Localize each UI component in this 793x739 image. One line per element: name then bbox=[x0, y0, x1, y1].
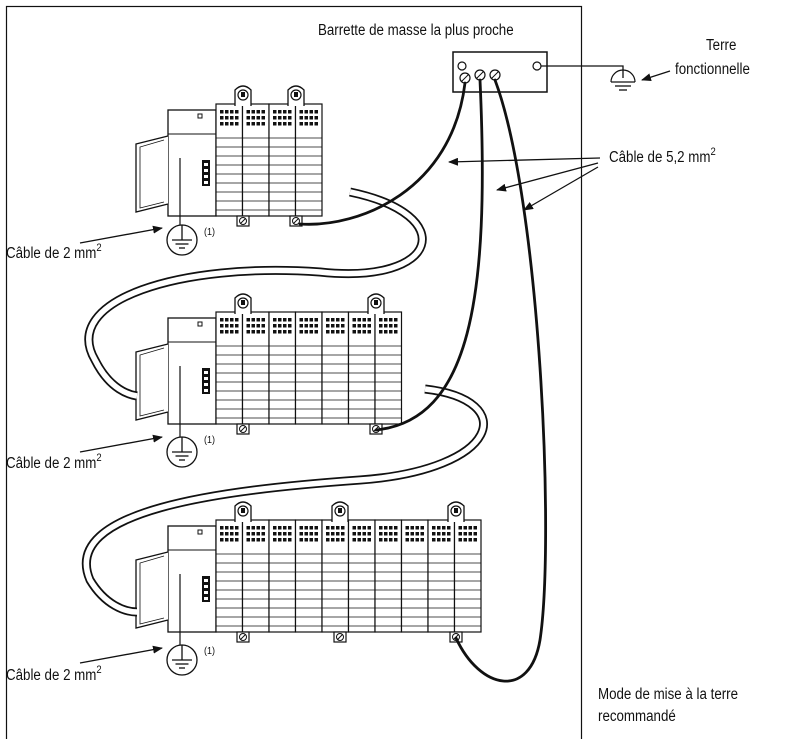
chassis-1 bbox=[135, 85, 323, 256]
mode-label-line2: recommandé bbox=[598, 708, 676, 725]
screw-2-icon bbox=[474, 69, 486, 81]
thin-cable-label-1: Câble de 2 mm2 bbox=[6, 242, 102, 263]
functional-earth-icon bbox=[610, 69, 636, 91]
mode-label-line1: Mode de mise à la terre bbox=[598, 686, 739, 703]
thin-cable-label-2: Câble de 2 mm2 bbox=[6, 452, 102, 473]
footnote-ref-3: (1) bbox=[204, 646, 216, 657]
earth-ground-icon bbox=[166, 436, 198, 468]
earth-ground-icon bbox=[166, 224, 198, 256]
screw-1-icon bbox=[459, 72, 471, 84]
footnote-ref-1: (1) bbox=[204, 227, 216, 238]
enclosure-panel bbox=[5, 5, 583, 739]
thick-cable-arrows bbox=[448, 157, 601, 211]
ground-cables bbox=[298, 78, 548, 683]
thin-cable-label-3: Câble de 2 mm2 bbox=[6, 664, 102, 685]
earth-ground-icon bbox=[166, 644, 198, 676]
functional-earth-label-line2: fonctionnelle bbox=[675, 61, 750, 78]
chassis-group bbox=[135, 85, 482, 676]
chassis-2 bbox=[135, 293, 403, 468]
thick-cable-label: Câble de 5,2 mm2 bbox=[609, 146, 716, 167]
footnote-ref-2: (1) bbox=[204, 435, 216, 446]
thin-cable-arrows bbox=[79, 225, 163, 664]
screw-3-icon bbox=[489, 69, 501, 81]
ground-bar bbox=[452, 51, 548, 93]
chassis-3 bbox=[135, 501, 482, 676]
functional-earth bbox=[541, 65, 671, 91]
expansion-cables bbox=[81, 187, 488, 617]
functional-earth-label-line1: Terre bbox=[706, 37, 737, 54]
ground-bar-label: Barrette de masse la plus proche bbox=[318, 22, 514, 39]
